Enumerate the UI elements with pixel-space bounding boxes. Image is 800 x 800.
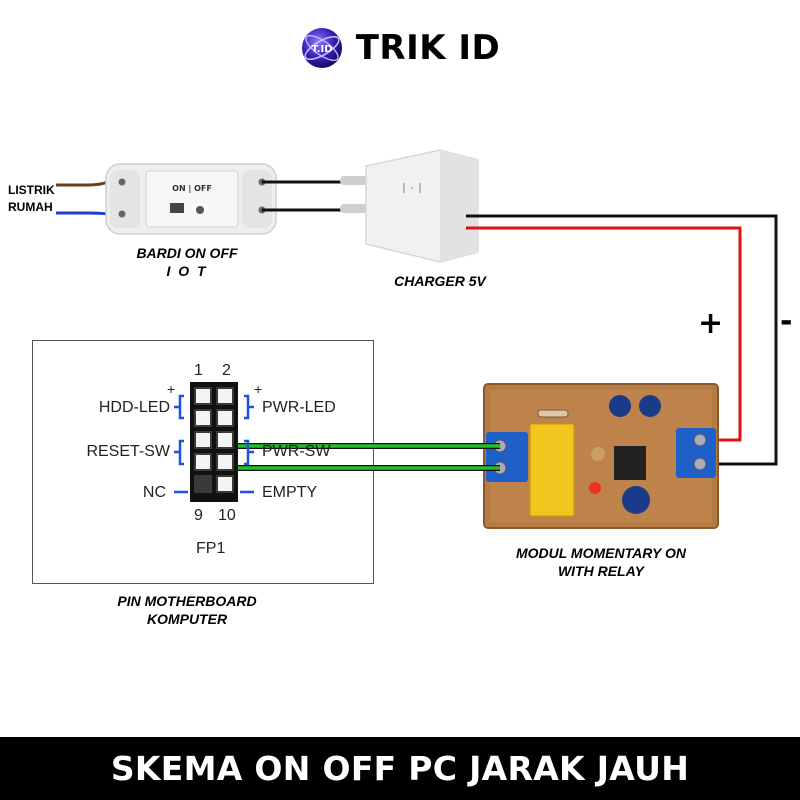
brand-title: TRIK ID (355, 28, 501, 68)
negative-wire (466, 214, 778, 466)
bardi-label-line2: I O T (166, 263, 208, 279)
header-caption-line2: KOMPUTER (146, 611, 228, 627)
connector-label-fp1: FP1 (196, 540, 226, 557)
pin-number-9: 9 (194, 507, 203, 524)
module-label-line1: MODUL MOMENTARY ON (515, 545, 687, 561)
pin-label-empty: EMPTY (262, 484, 318, 501)
pin-number-1: 1 (194, 362, 203, 379)
charger-5v-device: I · I (340, 149, 479, 263)
mains-label-line2: RUMAH (8, 200, 53, 214)
fp1-pin-header (190, 382, 238, 502)
plus-sign: + (698, 306, 724, 341)
mains-label-line1: LISTRIK (8, 183, 55, 197)
ic-chip (614, 446, 646, 480)
relay-component (529, 423, 575, 517)
pin-label-pwr-led: PWR-LED (262, 399, 336, 416)
module-label-line2: WITH RELAY (557, 563, 645, 579)
relay-module-board (483, 383, 719, 529)
globe-logo-icon: T.ID (301, 28, 342, 68)
footer-title: SKEMA ON OFF PC JARAK JAUH (110, 749, 690, 788)
led-indicator (589, 482, 601, 494)
pin-label-reset-sw: RESET-SW (86, 443, 170, 460)
minus-sign: - (780, 304, 793, 339)
footer-banner: SKEMA ON OFF PC JARAK JAUH (0, 737, 800, 800)
bardi-switch-device: ON | OFF (105, 163, 277, 235)
pin-label-nc: NC (142, 484, 166, 501)
positive-wire (466, 226, 742, 442)
pin-number-2: 2 (222, 362, 231, 379)
header-caption-line1: PIN MOTHERBOARD (117, 593, 257, 609)
pin-label-pwr-sw: PWR-SW (262, 443, 331, 460)
charger-brand-mark: I · I (402, 182, 422, 197)
brand-header: T.ID TRIK ID (0, 22, 800, 74)
pin-number-10: 10 (218, 507, 236, 524)
logo-text: T.ID (311, 44, 332, 55)
charger-label: CHARGER 5V (394, 273, 486, 289)
plus-left: + (167, 381, 176, 397)
switch-panel-text: ON | OFF (172, 184, 212, 193)
bardi-label-line1: BARDI ON OFF (136, 245, 238, 261)
plus-right: + (254, 381, 263, 397)
pin-group-brackets (174, 394, 254, 494)
pin-label-hdd-led: HDD-LED (98, 399, 170, 416)
input-terminal-block (486, 432, 528, 482)
